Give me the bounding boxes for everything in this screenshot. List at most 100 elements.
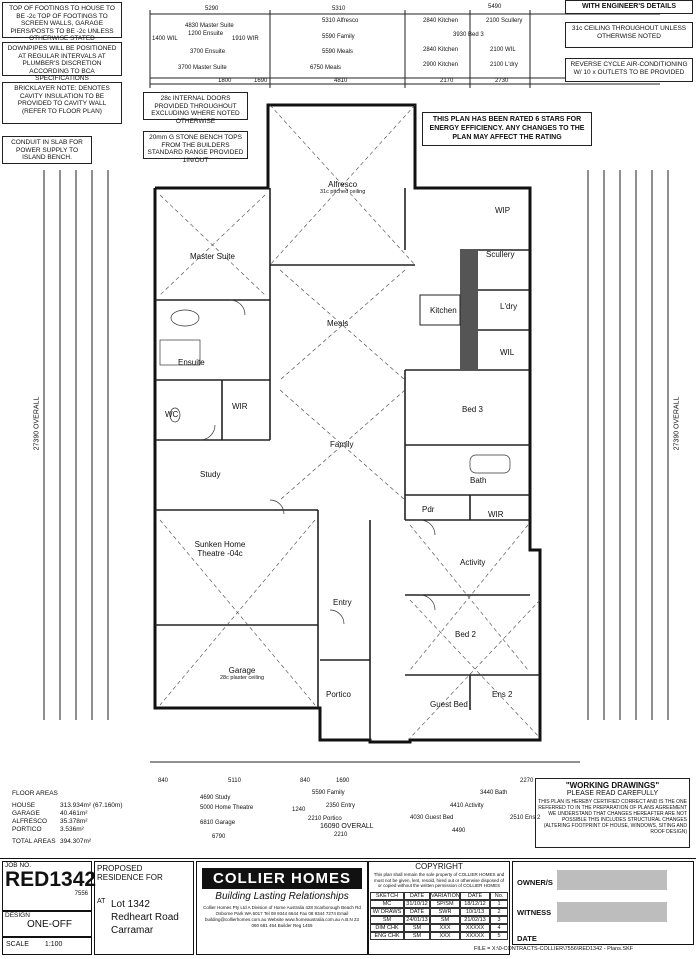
rev-cell: SM [404,923,430,932]
rev-cell: 4 [490,923,508,932]
copyright-box: COPYRIGHT This plan shall remain the sol… [368,861,510,955]
dim-bottom-1: 840 [158,778,169,784]
rev-cell: 5 [490,931,508,940]
dim-top-mid-2: 5310 Alfresco [322,18,359,24]
working-drawings-box: "WORKING DRAWINGS" PLEASE READ CAREFULLY… [535,778,690,848]
design-box: DESIGN ONE-OFF [2,911,92,937]
working-drawings-title: "WORKING DRAWINGS" [565,781,660,790]
dim-top-9: 1690 [254,78,268,84]
room-guest-bed: Guest Bed [430,700,468,709]
note-downpipes: DOWNPIPES WILL BE POSITIONED AT REGULAR … [2,42,122,82]
job-no: RED1342 [5,868,97,891]
rev-cell: SM [430,915,460,924]
date-label: DATE [517,934,537,943]
energy-rating-note: THIS PLAN HAS BEEN RATED 6 STARS FOR ENE… [422,112,592,146]
rev-cell: XXX [430,931,460,940]
note-conduit: CONDUIT IN SLAB FOR POWER SUPPLY TO ISLA… [2,136,92,164]
address-block: AT Lot 1342 Redheart Road Carramar [97,898,191,937]
room-wil: WIL [500,348,515,357]
dim-top-right-1: 5490 [488,4,502,10]
file-path: FILE = X:\0-CONTRACTS-COLLIER\7556\RED13… [474,946,634,952]
note-internal-doors: 28c INTERNAL DOORS PROVIDED THROUGHOUT E… [143,92,248,125]
dim-bottom-16: 2510 Ens 2 [510,815,541,821]
rev-cell: 10/1/13 [460,907,490,916]
rev-cell: W/ DRAWS [370,907,404,916]
room-bed3: Bed 3 [462,405,483,414]
rev-cell: 1 [490,899,508,908]
rev-cell: SM [404,931,430,940]
design-value: ONE-OFF [27,919,72,930]
room-ensuite-2: Ens 2 [492,690,513,699]
dim-bottom-9: 5000 Home Theatre [200,805,254,811]
dim-bottom-11: 6790 [212,834,226,840]
rev-cell: 24/01/13 [404,915,430,924]
owner-label: OWNER/S [517,878,553,887]
title-block: JOB NO. RED1342 7556 DESIGN ONE-OFF SCAL… [0,858,696,959]
room-portico: Portico [326,690,351,699]
room-wir-2: WIR [488,510,504,519]
dim-top-8: 1800 [218,78,232,84]
scale-label: SCALE [6,941,29,948]
room-bath: Bath [470,476,487,485]
dim-bottom-5: 5590 Family [312,790,345,796]
rev-cell: 31/10/12 [404,899,430,908]
dim-top-3: 1400 WIL [152,36,178,42]
dim-top-5: 1910 WIR [232,36,259,42]
note-engineer: WITH ENGINEER'S DETAILS [565,0,693,14]
design-label: DESIGN [5,912,30,919]
room-study: Study [200,470,221,479]
dim-top-mid-6: 4810 [334,78,348,84]
rev-header: DATE [460,891,490,900]
room-home-theatre: Sunken Home Theatre -04c [194,540,246,558]
job-no-label: JOB NO. [5,862,32,869]
rev-cell: SP/SM [430,899,460,908]
dim-bottom-14: 2210 Portico [308,816,342,822]
proposed-label: PROPOSED RESIDENCE FOR [97,864,163,882]
overall-bottom: 16090 OVERALL [320,823,374,830]
revision-table: SKETCH DATE VARIATION DATE No. MC 31/10/… [370,891,508,940]
company-info: Collier Homes Pty Ltd A Division of Home… [203,905,361,928]
dim-top-7: 3700 Master Suite [178,65,227,71]
rev-header: VARIATION [430,891,460,900]
note-ceiling: 31c CEILING THROUGHOUT UNLESS OTHERWISE … [565,22,693,48]
rev-cell: MC [370,899,404,908]
rev-cell: DATE [404,907,430,916]
address: Lot 1342 Redheart Road Carramar [111,898,179,937]
room-entry: Entry [333,598,352,607]
dim-top-6: 3700 Ensuite [190,49,226,55]
dim-top-1: 5290 [205,6,219,12]
copyright-text: This plan shall remain the sole property… [373,872,505,888]
working-drawings-body: THIS PLAN IS HEREBY CERTIFIED CORRECT AN… [538,799,687,835]
dim-bottom-17: 3440 Bath [480,790,508,796]
dim-bottom-4: 1690 [336,778,350,784]
rev-cell: SWR [430,907,460,916]
dim-top-right-8: 2100 L'dry [490,62,518,68]
address-line-3: Carramar [111,925,154,936]
dim-bottom-3: 840 [300,778,311,784]
witness-redacted [557,902,667,922]
dim-bottom-6: 2350 Entry [326,803,356,809]
room-kitchen: Kitchen [430,306,457,315]
dim-top-4: 1200 Ensuite [188,31,224,37]
dim-bottom-7: 4030 Guest Bed [410,815,454,821]
dim-bottom-19: 2270 [520,778,534,784]
note-footings: TOP OF FOOTINGS TO HOUSE TO BE -2c TOP O… [2,2,122,42]
dim-top-mid-3: 5590 Family [322,34,355,40]
signature-box: OWNER/S WITNESS DATE [512,861,694,945]
room-family: Family [330,440,354,449]
rev-cell: XXXXX [460,923,490,932]
dim-top-right-4: 3930 Bed 3 [453,32,484,38]
dim-bottom-12: 2210 [334,832,348,838]
dim-top-right-5: 2840 Kitchen [423,47,459,53]
note-bench-tops: 20mm G STONE BENCH TOPS FROM THE BUILDER… [143,131,248,164]
owner-redacted [557,870,667,890]
room-activity: Activity [460,558,486,567]
room-powder: Pdr [422,505,435,514]
dim-bottom-10: 6810 Garage [200,820,236,826]
floor-plan-drawing [43,10,669,763]
dim-top-right-7: 2900 Kitchen [423,62,459,68]
